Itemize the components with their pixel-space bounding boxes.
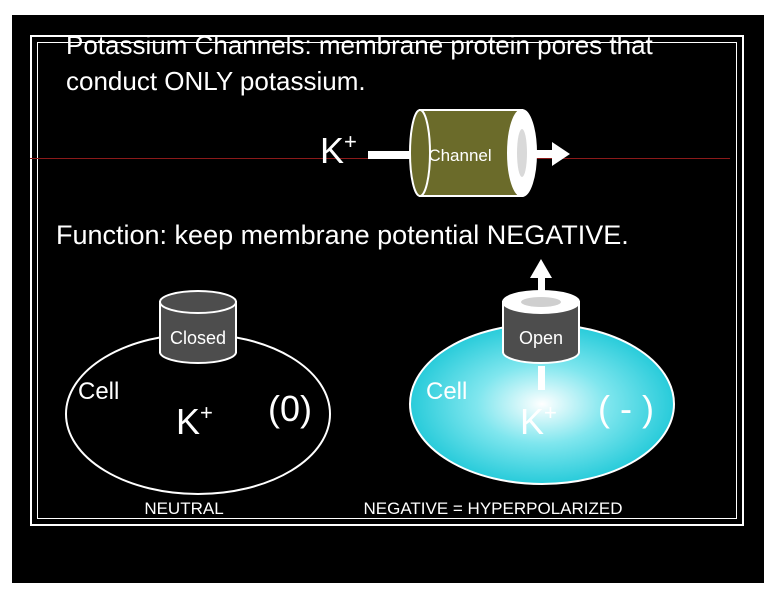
closed-channel-cover <box>161 330 235 352</box>
arrow-head-right <box>552 142 570 166</box>
cell-label-right: Cell <box>426 378 467 405</box>
caption-neutral: NEUTRAL <box>144 499 223 518</box>
arrow-shaft-right <box>527 150 553 158</box>
cell-charge-left: (0) <box>268 388 312 429</box>
efflux-arrow-head <box>530 259 552 278</box>
top-channel-diagram: K+ Channel <box>320 109 570 197</box>
channel-label: Channel <box>428 146 491 165</box>
cell-label-left: Cell <box>78 378 119 405</box>
channel-cylinder: Channel <box>409 109 537 197</box>
slide-frame-inner <box>37 42 737 519</box>
top-ion-symbol: K+ <box>320 129 357 171</box>
title-line-2: conduct ONLY potassium. <box>66 66 366 96</box>
cell-ion-right: K+ <box>520 400 557 442</box>
neutral-cell-diagram: Closed Cell K+ (0) <box>65 290 331 495</box>
slide-background <box>12 15 764 583</box>
closed-channel-label: Closed <box>170 328 226 348</box>
closed-channel-top <box>159 290 237 314</box>
open-channel: Open <box>502 290 580 364</box>
hyperpolarized-cell-diagram: Open Cell K+ ( - ) <box>409 259 675 485</box>
open-channel-pore <box>521 297 561 307</box>
cell-ion-left: K+ <box>176 400 213 442</box>
channel-back-cap <box>409 109 431 197</box>
closed-channel: Closed <box>159 290 237 364</box>
open-channel-label: Open <box>519 328 563 348</box>
efflux-arrow-tail <box>538 366 545 390</box>
cell-charge-right: ( - ) <box>598 388 654 429</box>
efflux-arrow-shaft <box>538 276 545 296</box>
open-channel-cover-2 <box>504 330 578 352</box>
slide-frame-outer <box>30 35 744 526</box>
channel-pore <box>517 129 527 177</box>
arrow-shaft-left <box>368 151 416 159</box>
function-text: Function: keep membrane potential NEGATI… <box>56 220 629 250</box>
caption-hyperpolarized: NEGATIVE = HYPERPOLARIZED <box>363 499 622 518</box>
title-line-1: Potassium Channels: membrane protein por… <box>66 30 653 60</box>
